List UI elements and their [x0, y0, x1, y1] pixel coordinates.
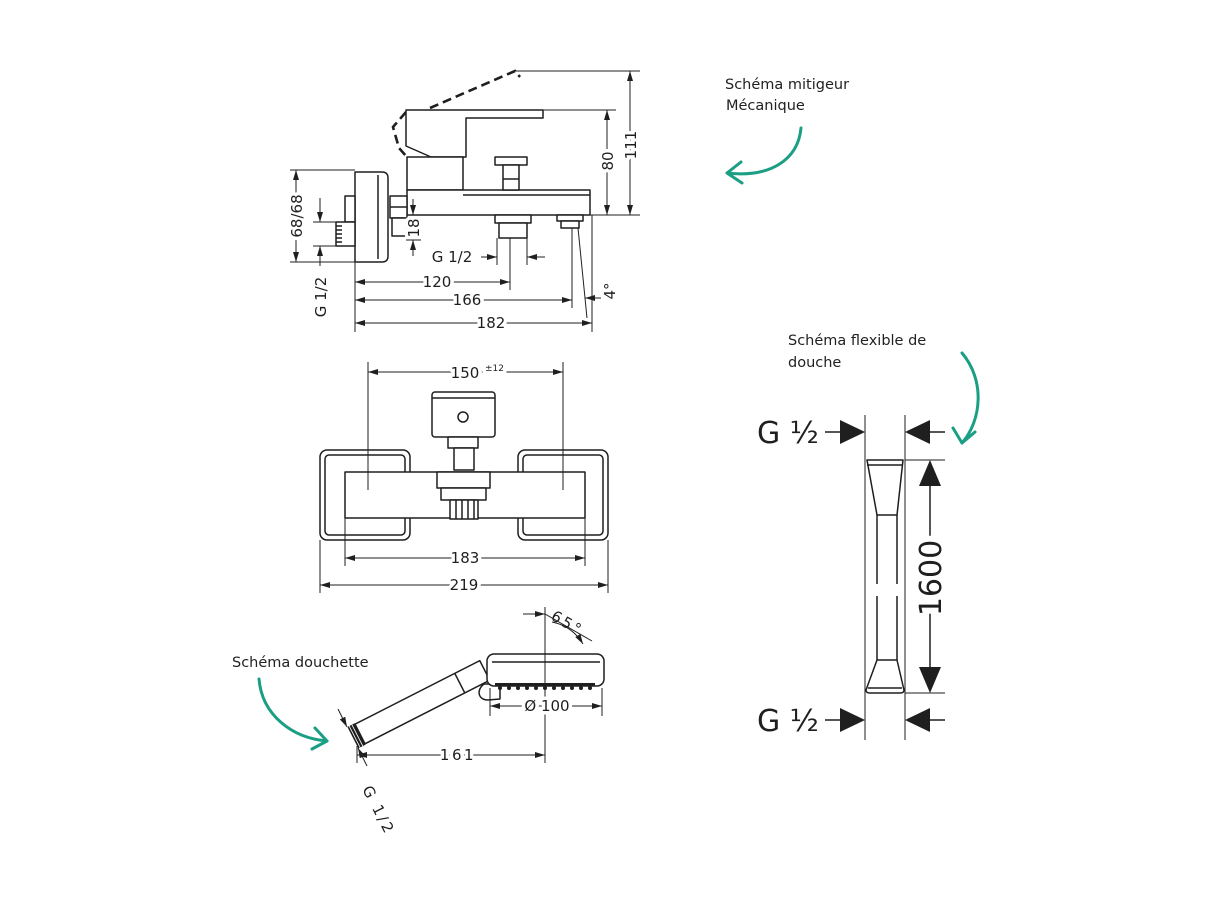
- label-thread-outlet: G 1/2: [432, 248, 473, 266]
- label-182: 182: [477, 314, 506, 332]
- label-thread-wall: G 1/2: [312, 277, 330, 318]
- nozzle: [588, 686, 592, 690]
- annotation-arrow-hose: [960, 351, 980, 445]
- nozzle: [507, 686, 511, 690]
- thread-arrowhead-top-left: [840, 420, 865, 444]
- aerator: [560, 220, 580, 229]
- connector-sleeve: [391, 217, 408, 237]
- length-arrowhead-bottom: [919, 667, 941, 693]
- nozzle: [525, 686, 529, 690]
- spout: [406, 189, 591, 216]
- thread-arrowhead-top-right: [905, 420, 930, 444]
- annotation-hand-shower: Schéma douchette: [232, 655, 369, 671]
- label-thread-hand-shower: G 1/2: [358, 783, 398, 838]
- label-80: 80: [599, 151, 617, 170]
- outlet-thread-lines: [455, 500, 475, 519]
- thread-arrow-lower: [357, 747, 368, 767]
- aerator-ring: [556, 214, 584, 222]
- annotation-mixer-line-2: Mécanique: [726, 98, 805, 114]
- angle-arc-65: [551, 621, 584, 645]
- label-150: 150: [451, 364, 480, 382]
- thread-arrowhead-bottom-left: [840, 708, 865, 732]
- annotation-mixer-line-1: Schéma mitigeur: [725, 77, 849, 93]
- mixer-body: [406, 156, 464, 191]
- label-angle-4: 4°: [601, 282, 619, 299]
- label-183: 183: [451, 549, 480, 567]
- nozzle: [561, 686, 565, 690]
- diverter-stem: [502, 164, 520, 191]
- annotation-arrow-hand-shower: [257, 677, 329, 743]
- annotations: Schéma mitigeur Mécanique Schéma flexibl…: [232, 77, 980, 751]
- mixer-side-dimensions: 111 80 68/68 G 1/2 18 G 1/2 120 166 182 …: [285, 70, 644, 336]
- nozzle: [498, 686, 502, 690]
- annotation-arrow-mixer: [725, 126, 803, 176]
- label-diameter: Ø 100: [524, 697, 569, 715]
- shower-hose-dimensions: 1600 G ½ G ½: [757, 416, 955, 739]
- lever-indicator: [457, 411, 469, 423]
- label-thread-top: G ½: [757, 416, 819, 451]
- nozzle: [534, 686, 538, 690]
- outlet-nut-front: [436, 471, 491, 489]
- hose-outlet-nut: [494, 214, 532, 224]
- mixer-front-view: [319, 391, 609, 541]
- annotation-hose-line-1: Schéma flexible de: [788, 333, 926, 349]
- hose-outlet: [498, 222, 528, 239]
- hose-upper-segment: [876, 515, 898, 584]
- mixer-front-dimensions: 150 ±12 183 219: [319, 361, 609, 598]
- label-166: 166: [453, 291, 482, 309]
- length-arrowhead-top: [919, 460, 941, 486]
- label-thread-bottom: G ½: [757, 704, 819, 739]
- shower-hose: [864, 415, 906, 740]
- annotation-arrowhead-hose: [951, 426, 977, 445]
- spray-nozzles: [498, 686, 592, 690]
- label-111: 111: [622, 131, 640, 160]
- diverter-cap: [494, 156, 528, 166]
- label-length-1600: 1600: [914, 540, 949, 616]
- thread-lines: [336, 225, 342, 243]
- hose-upper-fitting: [866, 459, 904, 516]
- hose-lower-segment: [876, 596, 898, 660]
- wall-fitting: [344, 195, 356, 223]
- annotation-arrowhead-mixer: [725, 160, 744, 185]
- thread-arrow-upper: [337, 708, 348, 728]
- handle-groove: [454, 673, 466, 694]
- nozzle: [516, 686, 520, 690]
- annotation-arrowhead-hand-shower: [310, 726, 329, 751]
- angle-reference-line: [544, 613, 593, 642]
- wall-escutcheon: [354, 171, 389, 263]
- handle: [354, 659, 491, 745]
- lever-collar: [447, 436, 479, 449]
- nozzle: [552, 686, 556, 690]
- label-161: 161: [440, 746, 476, 764]
- thread-arrowhead-bottom-right: [905, 708, 930, 732]
- nozzle: [570, 686, 574, 690]
- diverter-front: [453, 447, 475, 471]
- lever-handle: [405, 109, 544, 158]
- outlet-nut-lower: [440, 487, 487, 501]
- label-tolerance: ±12: [485, 364, 504, 374]
- mixer-side-view: [335, 69, 591, 263]
- label-68-68: 68/68: [288, 194, 306, 237]
- handle-group: [347, 659, 491, 749]
- label-219: 219: [450, 576, 479, 594]
- hose-lower-fitting: [865, 659, 905, 694]
- annotation-hose-line-2: douche: [788, 355, 841, 371]
- nozzle: [579, 686, 583, 690]
- label-18: 18: [405, 218, 423, 237]
- angle-reference-line: [577, 227, 588, 319]
- outlet-thread-front: [449, 499, 479, 520]
- label-120: 120: [423, 273, 452, 291]
- connector-ring-stripes: [348, 724, 364, 748]
